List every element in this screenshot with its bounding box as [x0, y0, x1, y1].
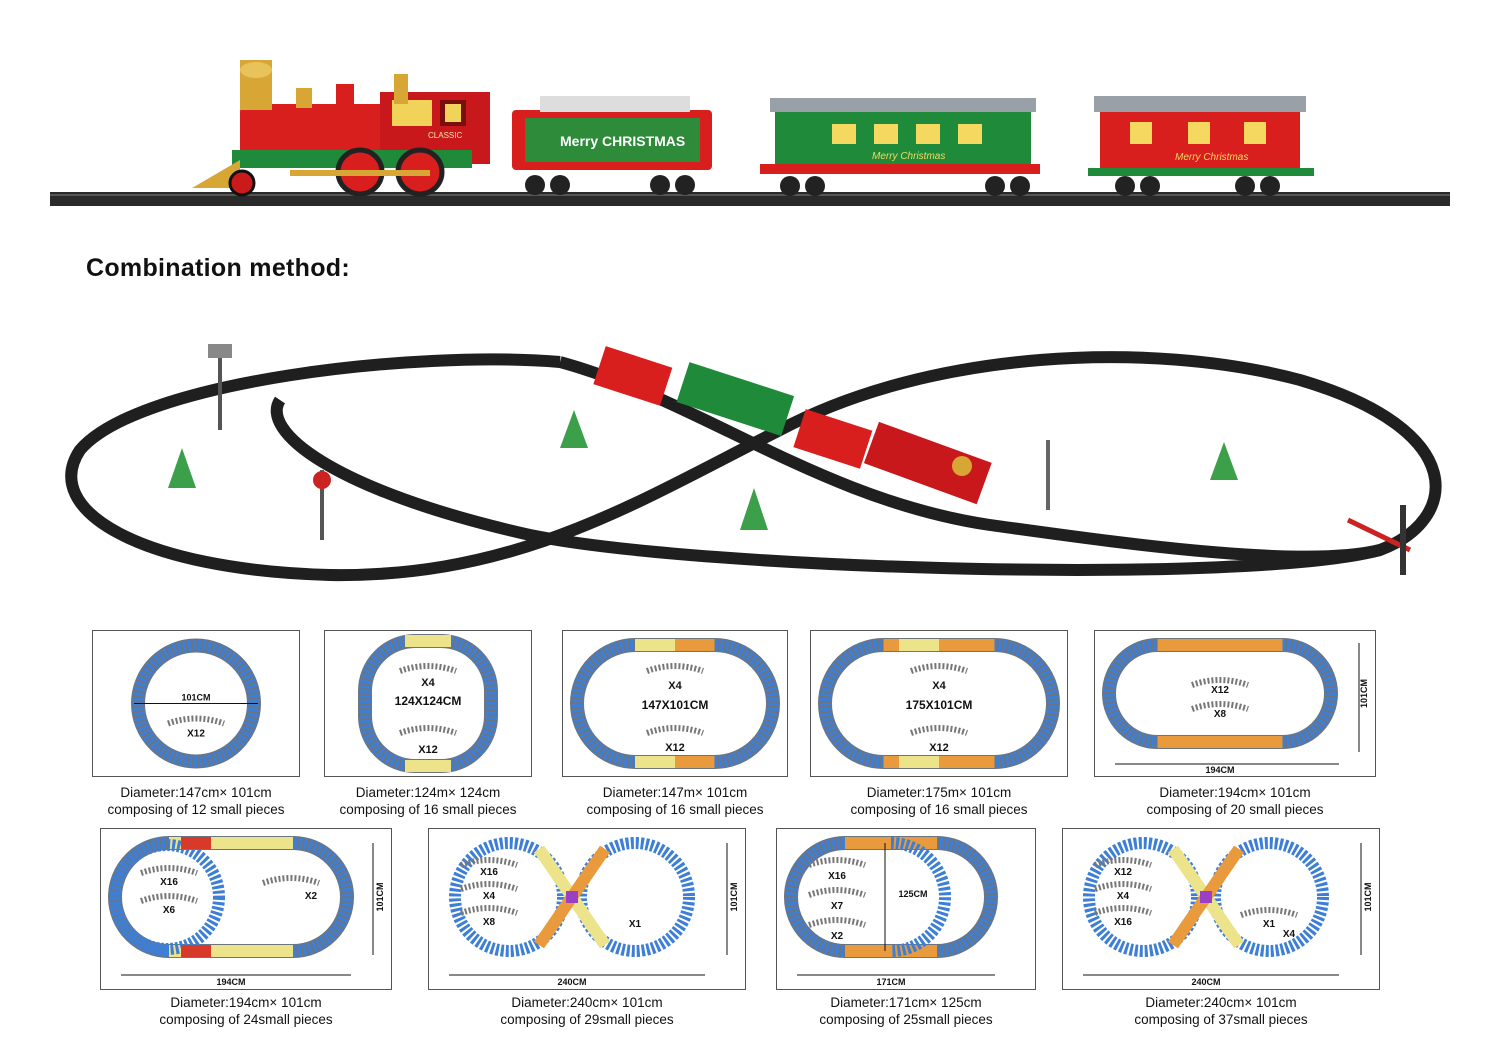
layout-diagram: X4 124X124CM X12 [358, 634, 498, 773]
piece-count: X4 [421, 677, 435, 689]
piece-count: X16 [1114, 917, 1132, 928]
piece-count: X16 [160, 877, 178, 888]
width-label: 240CM [1191, 977, 1220, 987]
piece-count: X12 [665, 742, 685, 754]
diameter-text: Diameter:175m× 101cm [866, 785, 1012, 800]
layout-card: 101CM X12 [92, 630, 300, 777]
height-label: 101CM [1359, 679, 1369, 708]
diameter-text: Diameter:124m× 124cm [355, 785, 501, 800]
height-label: 101CM [375, 882, 385, 911]
layout-diagram: X4 147X101CM X12 [570, 638, 780, 769]
piece-count: X1 [629, 919, 642, 930]
layout-caption: Diameter:240cm× 101cm composing of 29smal… [418, 994, 756, 1028]
layout-caption: Diameter:194cm× 101cm composing of 24smal… [90, 994, 402, 1028]
composition-text: composing of 24small pieces [159, 1012, 333, 1027]
piece-count: X4 [932, 680, 946, 692]
size-label: 124X124CM [395, 694, 462, 708]
tender-car: Merry CHRISTMAS [512, 96, 712, 195]
piece-count: X7 [831, 901, 844, 912]
diameter-text: Diameter:194cm× 101cm [1159, 785, 1311, 800]
composition-text: composing of 20 small pieces [1146, 802, 1324, 817]
size-label: 175X101CM [906, 698, 973, 712]
layout-caption: Diameter:147m× 101cm composing of 16 smal… [552, 784, 798, 818]
locomotive: CLASSIC [192, 60, 490, 197]
diameter-text: Diameter:171cm× 125cm [830, 995, 982, 1010]
layout-card: X4 147X101CM X12 [562, 630, 788, 777]
height-label: 125CM [898, 889, 927, 899]
piece-count: X12 [418, 744, 438, 756]
engine-text: CLASSIC [428, 131, 462, 140]
lamp-post-icon [218, 350, 222, 430]
composition-text: composing of 16 small pieces [850, 802, 1028, 817]
train-photo: CLASSIC Merry CHRISTMAS Merry Christmas … [50, 60, 1450, 206]
layout-caption: Diameter:124m× 124cm composing of 16 smal… [314, 784, 542, 818]
section-heading: Combination method: [86, 254, 351, 282]
figure-eight-photo [65, 344, 1442, 582]
piece-count: X12 [187, 729, 205, 740]
layout-diagram: X4 175X101CM X12 [818, 638, 1060, 769]
composition-text: composing of 37small pieces [1134, 1012, 1308, 1027]
piece-count: X12 [1211, 685, 1229, 696]
width-label: 194CM [216, 977, 245, 987]
height-label: 101CM [1363, 882, 1373, 911]
piece-count: X4 [1117, 891, 1130, 902]
composition-text: composing of 25small pieces [819, 1012, 993, 1027]
piece-count: X12 [929, 742, 949, 754]
layout-caption: Diameter:175m× 101cm composing of 16 smal… [800, 784, 1078, 818]
composition-text: composing of 16 small pieces [339, 802, 517, 817]
piece-count: X1 [1263, 919, 1276, 930]
diameter-text: Diameter:240cm× 101cm [1145, 995, 1297, 1010]
width-label: 171CM [876, 977, 905, 987]
layout-card: X4 124X124CM X12 [324, 630, 532, 777]
composition-text: composing of 12 small pieces [107, 802, 285, 817]
layout-caption: Diameter:194cm× 101cm composing of 20 sma… [1084, 784, 1386, 818]
tender-text: Merry CHRISTMAS [560, 133, 685, 149]
figure-eight-track [65, 351, 1442, 582]
diameter-text: Diameter:147cm× 101cm [120, 785, 272, 800]
piece-count: X2 [831, 931, 844, 942]
layout-caption: Diameter:171cm× 125cm composing of 25smal… [766, 994, 1046, 1028]
piece-count: X4 [1283, 929, 1296, 940]
layout-card: X4 175X101CM X12 [810, 630, 1068, 777]
red-passenger-car: Merry Christmas [1088, 96, 1314, 196]
piece-count: X6 [163, 905, 176, 916]
width-label: 194CM [1205, 765, 1234, 775]
green-passenger-car: Merry Christmas [760, 98, 1040, 196]
piece-count: X12 [1114, 867, 1132, 878]
height-label: 101CM [729, 882, 739, 911]
composition-text: composing of 29small pieces [500, 1012, 674, 1027]
width-label: 240CM [557, 977, 586, 987]
piece-count: X16 [828, 871, 846, 882]
tree-icon [168, 448, 196, 488]
layout-caption: Diameter:147cm× 101cm composing of 12 sma… [82, 784, 310, 818]
diameter-text: Diameter:194cm× 101cm [170, 995, 322, 1010]
piece-count: X8 [1214, 709, 1227, 720]
dimension-label: 101CM [181, 693, 210, 703]
piece-count: X2 [305, 891, 318, 902]
piece-count: X16 [480, 867, 498, 878]
car-text-green: Merry Christmas [872, 151, 945, 162]
diameter-text: Diameter:147m× 101cm [602, 785, 748, 800]
composition-text: composing of 16 small pieces [586, 802, 764, 817]
size-label: 147X101CM [642, 698, 709, 712]
piece-count: X4 [483, 891, 496, 902]
piece-count: X8 [483, 917, 496, 928]
car-text-red: Merry Christmas [1175, 152, 1248, 163]
layout-caption: Diameter:240cm× 101cm composing of 37smal… [1052, 994, 1390, 1028]
piece-count: X4 [668, 680, 682, 692]
layout-diagram: 101CM X12 [131, 638, 261, 769]
diameter-text: Diameter:240cm× 101cm [511, 995, 663, 1010]
